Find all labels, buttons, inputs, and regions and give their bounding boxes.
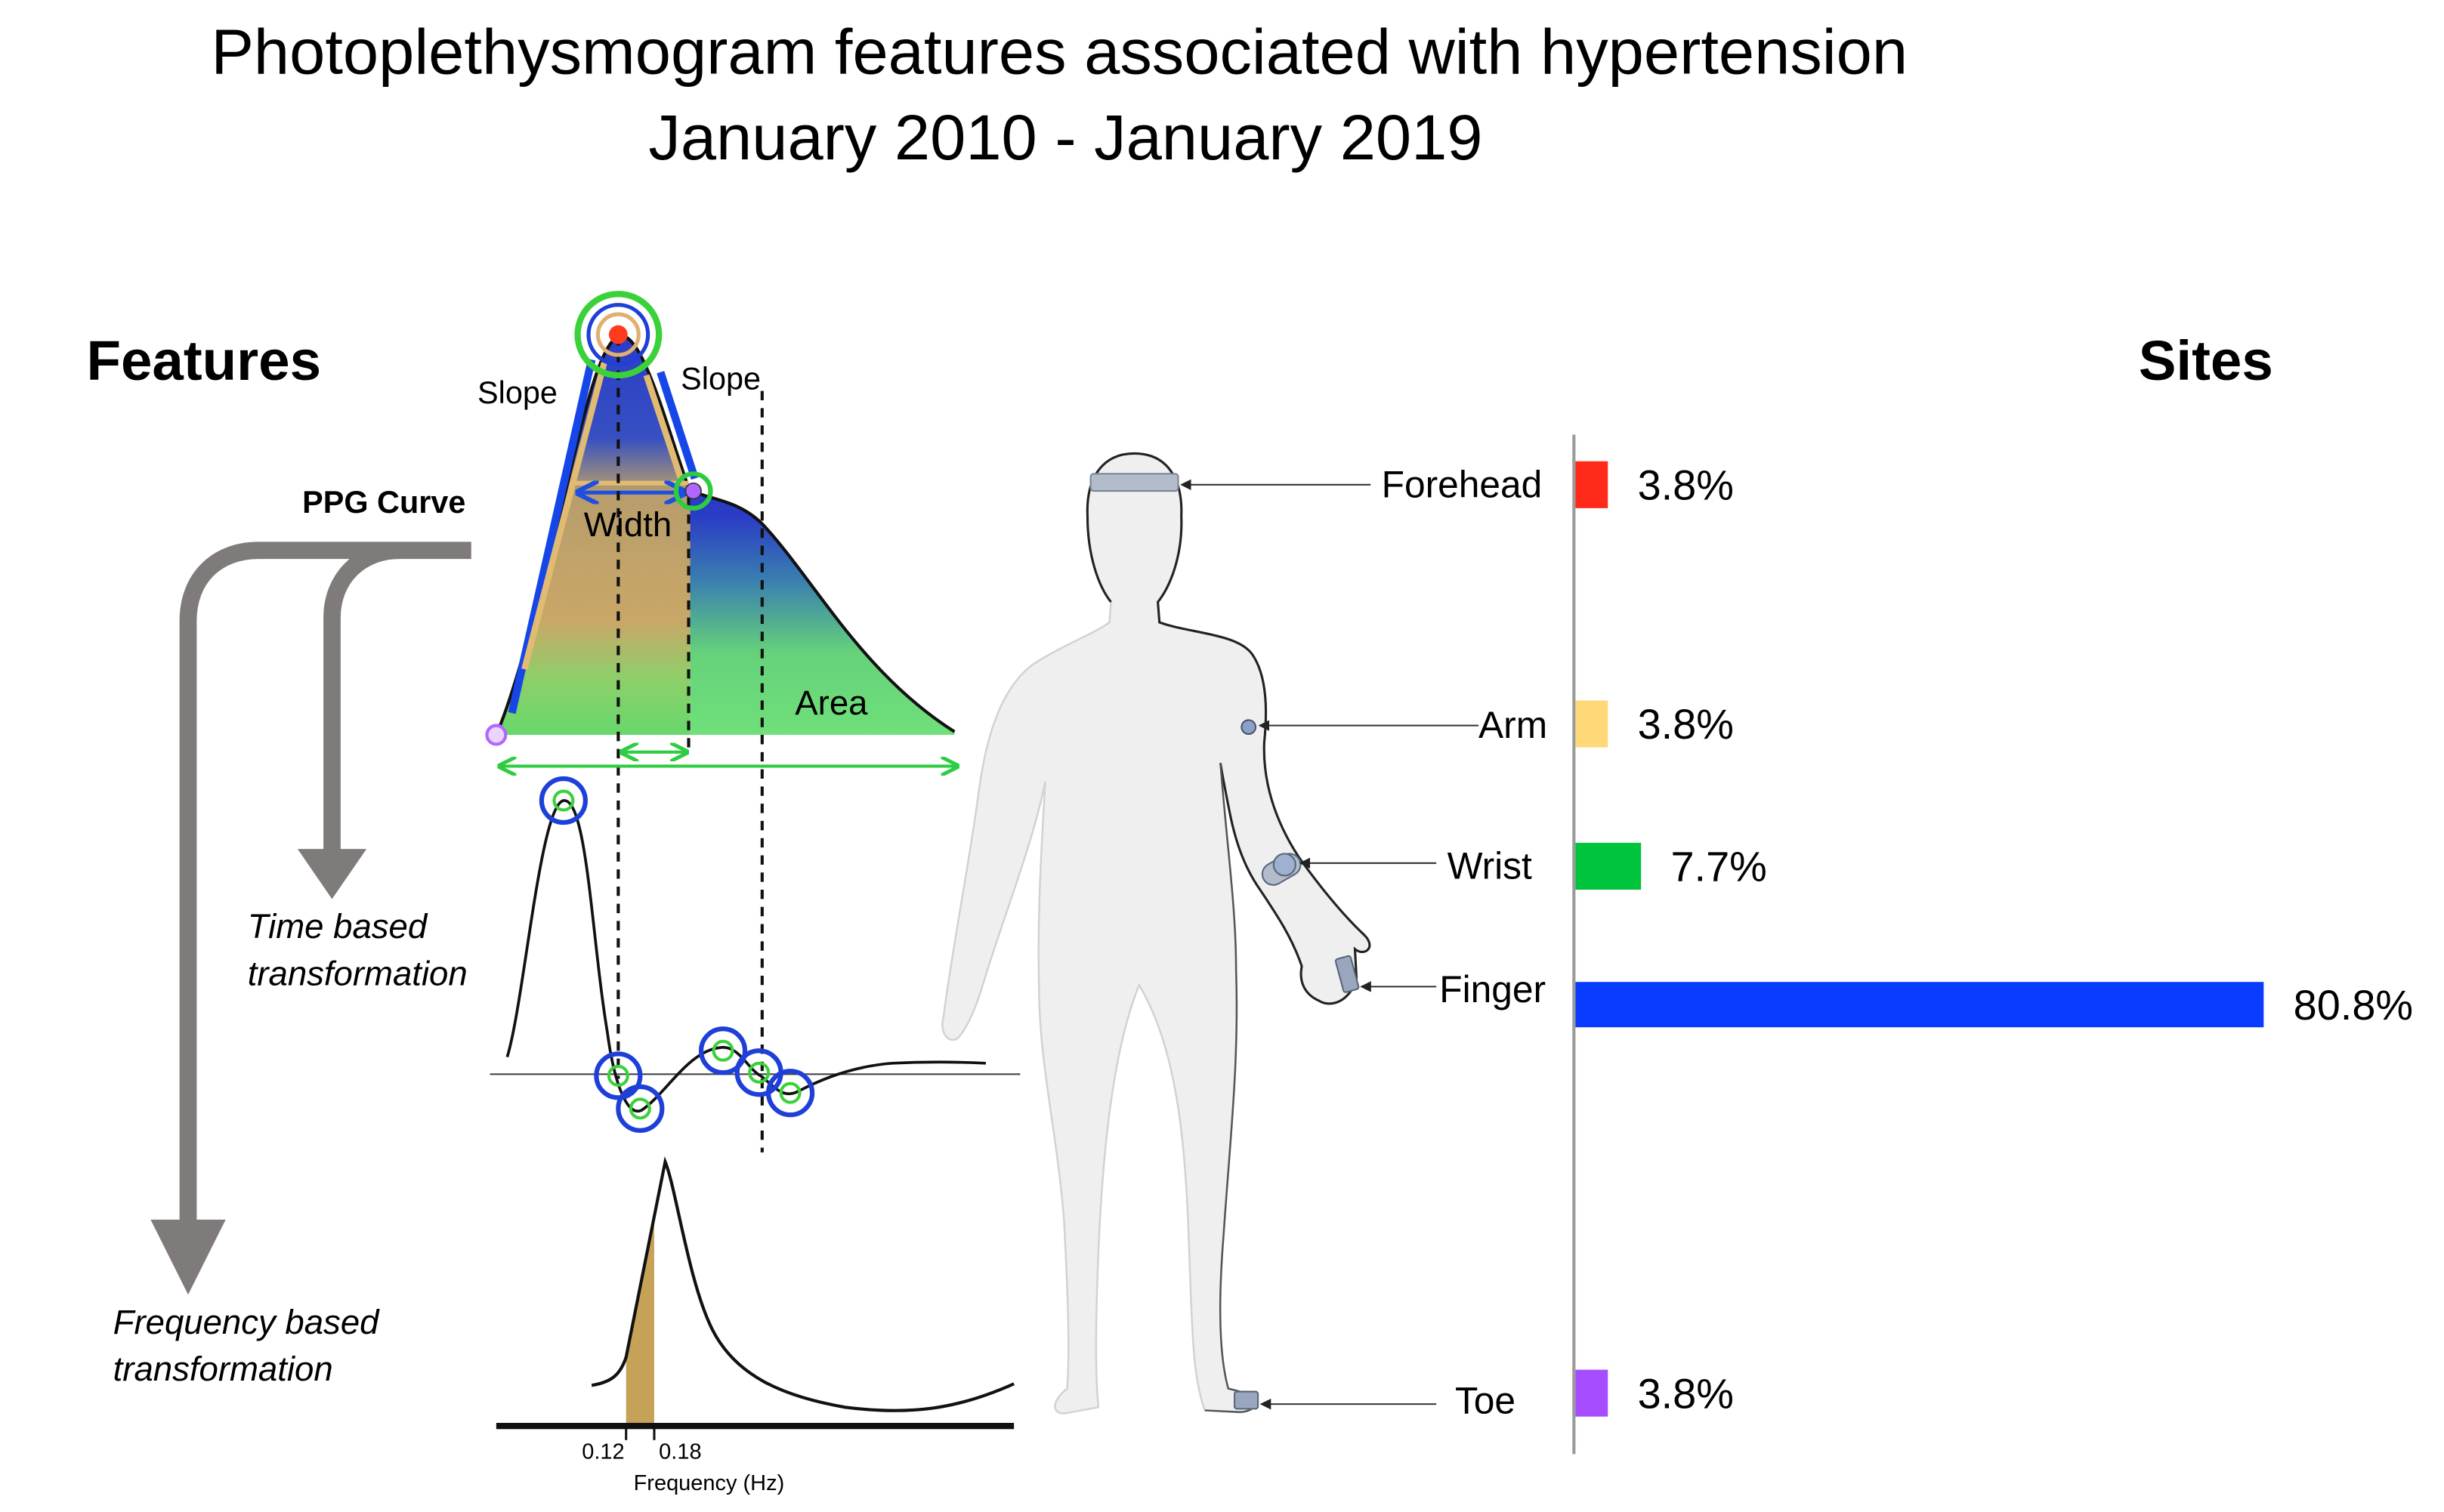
bar-finger — [1575, 982, 2264, 1028]
time-transform-label-line-1: Time based — [248, 907, 428, 946]
wrist-sensor — [1261, 853, 1302, 886]
ppg-curve-panel: Slope Slope Width Area — [477, 291, 964, 1153]
frequency-spectrum-curve — [591, 1156, 1015, 1412]
freq-transform-label-line-2: transformation — [113, 1350, 333, 1388]
title-line-2: January 2010 - January 2019 — [648, 101, 1482, 173]
wave-point-f — [766, 1069, 815, 1118]
wave-point-b — [594, 1051, 643, 1100]
time-transform-arrow-shaft — [323, 542, 400, 853]
body-silhouette — [941, 452, 1370, 1415]
title-line-1: Photoplethysmogram features associated w… — [211, 15, 1908, 87]
bar-arm — [1575, 700, 1608, 748]
time-transform-arrowhead — [297, 849, 367, 899]
value-label-arm: 3.8% — [1638, 700, 1734, 748]
site-label-wrist: Wrist — [1448, 845, 1532, 887]
frequency-band-fill — [626, 1211, 654, 1427]
slope-left-tan-line — [521, 362, 607, 671]
wave-point-e — [734, 1048, 783, 1097]
sites-heading: Sites — [2139, 329, 2273, 392]
body-outline-head-arm — [1086, 452, 1371, 1005]
freq-tick-label-2: 0.18 — [659, 1440, 701, 1464]
site-label-toe: Toe — [1455, 1380, 1516, 1422]
human-figure — [941, 452, 1479, 1415]
wave-point-a — [539, 776, 588, 825]
peak-marker — [574, 291, 663, 379]
notch-marker — [673, 471, 713, 511]
freq-transform-label-line-1: Frequency based — [113, 1303, 380, 1341]
frequency-transform-arrowhead — [150, 1219, 226, 1295]
second-derivative-waveform — [505, 799, 986, 1113]
arm-sensor — [1241, 719, 1257, 736]
value-label-toe: 3.8% — [1638, 1369, 1734, 1417]
site-label-finger: Finger — [1439, 968, 1546, 1011]
bar-toe — [1575, 1369, 1608, 1417]
freq-tick-label-1: 0.12 — [582, 1440, 624, 1464]
transformation-arrows — [150, 542, 471, 1295]
sites-bar-chart: 3.8% 3.8% 7.7% 80.8% 3.8% — [1572, 434, 2413, 1455]
slope-right-tan-line — [643, 374, 684, 480]
features-heading: Features — [86, 329, 321, 392]
frequency-transform-panel: 0.12 0.18 Frequency (Hz) — [496, 1156, 1015, 1495]
slope-right-label: Slope — [681, 362, 761, 397]
bar-wrist — [1575, 842, 1642, 890]
onset-marker — [485, 724, 508, 746]
forehead-sensor — [1089, 473, 1179, 492]
wave-point-d — [698, 1026, 748, 1075]
wave-point-c — [616, 1084, 665, 1133]
value-label-wrist: 7.7% — [1670, 843, 1766, 890]
frequency-axis-label: Frequency (Hz) — [634, 1471, 785, 1495]
area-label: Area — [795, 683, 868, 722]
bar-forehead — [1575, 461, 1608, 508]
site-label-forehead: Forehead — [1382, 463, 1543, 505]
slope-left-label: Slope — [477, 375, 558, 410]
site-label-arm: Arm — [1478, 704, 1547, 746]
value-label-finger: 80.8% — [2294, 981, 2413, 1029]
ppg-curve-label: PPG Curve — [302, 485, 465, 520]
slope-right-blue-line — [657, 371, 699, 480]
finger-sensor — [1334, 955, 1360, 993]
value-label-forehead: 3.8% — [1638, 461, 1734, 508]
frequency-transform-arrow-shaft — [179, 542, 471, 1223]
width-label: Width — [584, 505, 672, 544]
toe-sensor — [1234, 1390, 1259, 1410]
time-transform-label-line-2: transformation — [248, 954, 468, 992]
time-transform-panel — [490, 776, 1021, 1133]
